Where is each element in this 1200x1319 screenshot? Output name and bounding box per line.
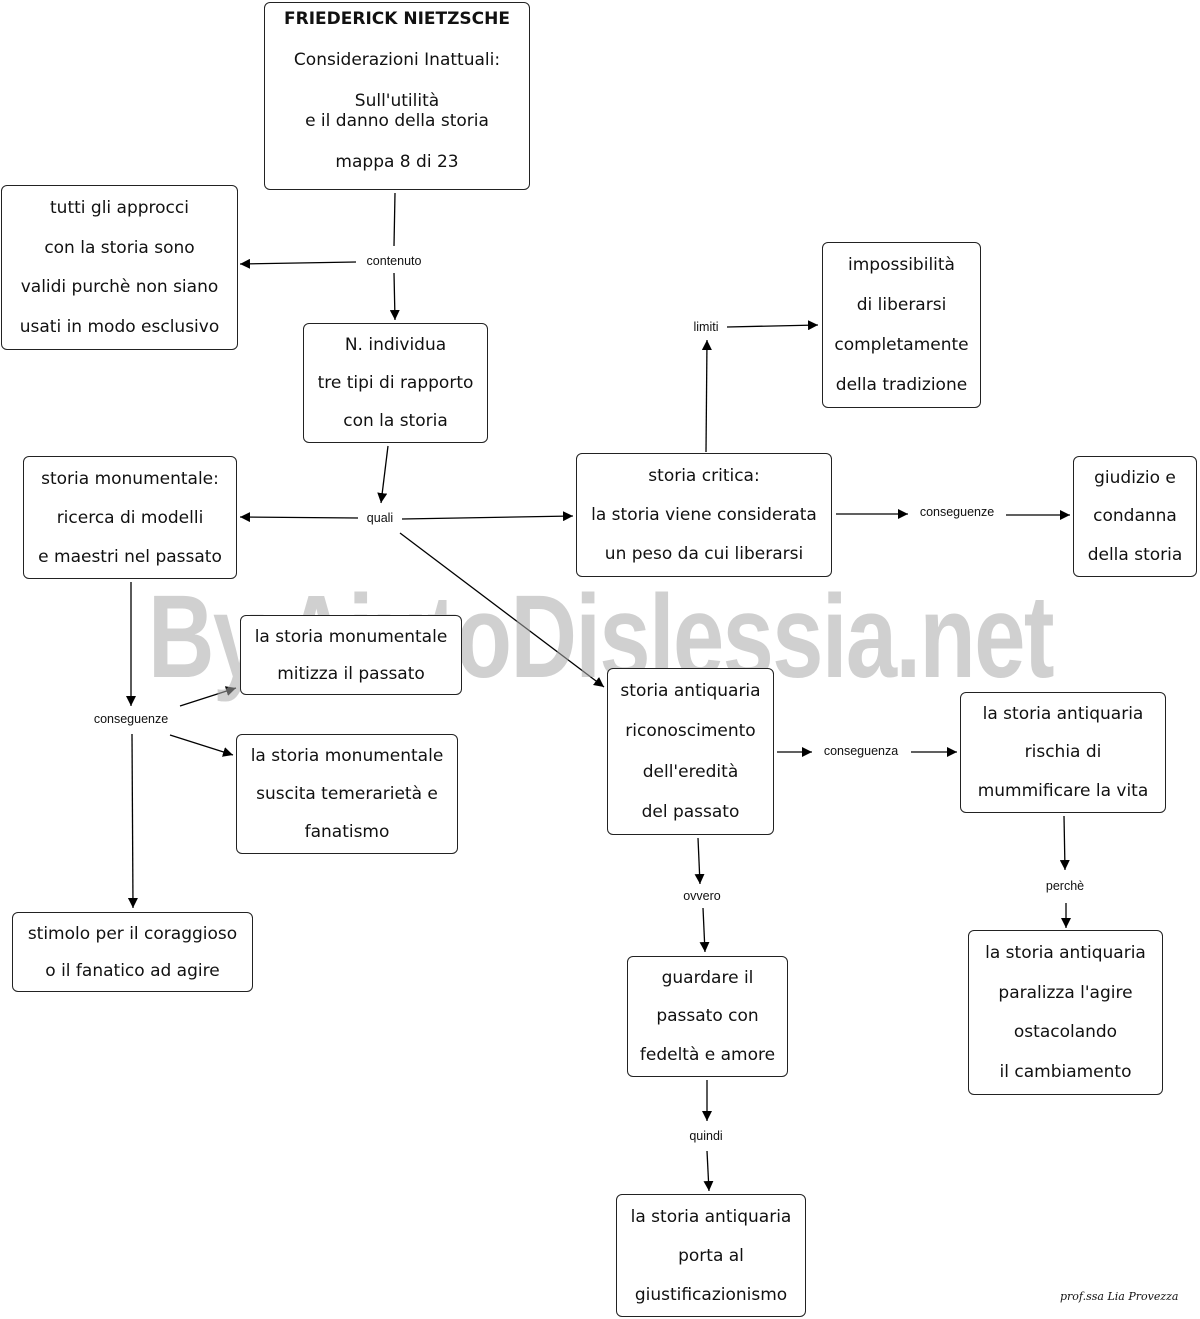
label-quindi: quindi [686, 1128, 726, 1144]
label-ovvero: ovvero [680, 888, 724, 904]
node-mummificare: la storia antiquaria rischia di mummific… [960, 692, 1166, 813]
author-name: FRIEDERICK NIETZSCHE [284, 9, 510, 29]
connector-arrow-4 [726, 320, 819, 331]
connector-arrow-2 [389, 272, 400, 321]
author-signature: prof.ssa Lia Provezza [1060, 1290, 1179, 1303]
node-storia-antiquaria: storia antiquaria riconoscimento dell'er… [607, 668, 774, 835]
connector-arrow-5 [377, 445, 389, 504]
node-paralizza: la storia antiquaria paralizza l'agire o… [968, 930, 1163, 1095]
connector-arrow-10 [399, 532, 605, 688]
map-number: mappa 8 di 23 [335, 152, 459, 172]
node-stimolo: stimolo per il coraggioso o il fanatico … [12, 912, 253, 992]
connector-arrow-13 [169, 734, 234, 757]
node-line: la storia monumentale [250, 746, 444, 766]
node-line: paralizza l'agire [998, 982, 1133, 1003]
node-line: impossibilità [848, 255, 955, 275]
node-line: usati in modo esclusivo [19, 317, 220, 338]
node-line: la storia antiquaria [982, 704, 1144, 725]
node-line: la storia viene considerata [591, 504, 817, 525]
connector-arrow-20 [699, 907, 710, 953]
node-line: della tradizione [835, 375, 968, 395]
node-line: fedeltà e amore [639, 1044, 776, 1065]
node-line: e maestri nel passato [38, 546, 222, 567]
work-title: Considerazioni Inattuali: [293, 50, 501, 70]
connector-arrow-7 [401, 511, 574, 522]
node-impossibilita: impossibilità di liberarsi completamente… [822, 242, 981, 408]
node-line: con la storia [343, 411, 448, 431]
node-line: tutti gli approcci [50, 197, 189, 218]
connector-arrow-14 [127, 733, 138, 909]
node-line: guardare il [661, 968, 754, 989]
node-line: dell'eredità [642, 761, 739, 782]
node-line: con la storia sono [44, 237, 195, 258]
label-conseguenza-antiquaria: conseguenza [820, 743, 902, 759]
work-subtitle-1: Sull'utilità [354, 91, 440, 111]
node-line: ricerca di modelli [56, 507, 204, 528]
node-mitizza: la storia monumentale mitizza il passato [240, 615, 462, 695]
label-quali: quali [363, 510, 397, 526]
node-line: fanatismo [304, 822, 390, 842]
connector-arrow-12 [179, 686, 237, 707]
connector-arrow-1 [239, 258, 357, 269]
node-line: passato con [656, 1006, 759, 1027]
node-line: della storia [1087, 544, 1183, 565]
node-line: condanna [1093, 506, 1177, 527]
node-line: suscita temerarietà e [256, 784, 438, 804]
title-box: FRIEDERICK NIETZSCHE Considerazioni Inat… [264, 2, 530, 190]
node-line: del passato [641, 801, 740, 822]
node-line: o il fanatico ad agire [45, 960, 220, 981]
connector-arrow-19 [694, 837, 705, 885]
node-line: giustificazionismo [634, 1284, 788, 1305]
node-line: storia antiquaria [620, 681, 761, 702]
node-storia-critica: storia critica: la storia viene consider… [576, 453, 832, 577]
connector-arrow-3 [701, 339, 712, 453]
node-line: riconoscimento [625, 721, 756, 742]
label-limiti: limiti [690, 319, 722, 335]
node-line: il cambiamento [999, 1062, 1132, 1083]
node-line: tre tipi di rapporto [317, 373, 474, 393]
node-line: rischia di [1024, 742, 1102, 763]
connector-arrow-0 [393, 192, 396, 247]
connector-arrow-17 [1059, 815, 1070, 871]
label-perche: perchè [1042, 878, 1088, 894]
node-line: N. individua [344, 335, 447, 355]
node-line: completamente [834, 335, 969, 355]
node-storia-monumentale: storia monumentale: ricerca di modelli e… [23, 456, 237, 579]
node-line: la storia antiquaria [630, 1206, 792, 1227]
node-giustificazionismo: la storia antiquaria porta al giustifica… [616, 1194, 806, 1317]
label-conseguenze-monumentale: conseguenze [90, 711, 172, 727]
node-line: la storia monumentale [254, 626, 448, 647]
node-line: ostacolando [1013, 1022, 1118, 1043]
node-line: stimolo per il coraggioso [27, 923, 238, 944]
node-line: un peso da cui liberarsi [604, 544, 804, 565]
label-contenuto: contenuto [363, 253, 425, 269]
node-temerarieta: la storia monumentale suscita temerariet… [236, 734, 458, 854]
node-line: la storia antiquaria [985, 942, 1146, 963]
connector-arrow-22 [703, 1150, 714, 1192]
node-line: porta al [678, 1245, 744, 1266]
node-line: di liberarsi [856, 295, 947, 315]
node-line: validi purchè non siano [20, 277, 219, 298]
label-conseguenze-critica: conseguenze [916, 504, 998, 520]
node-individua: N. individua tre tipi di rapporto con la… [303, 323, 488, 443]
node-line: storia critica: [648, 465, 760, 486]
node-line: mummificare la vita [977, 780, 1149, 801]
node-guardare: guardare il passato con fedeltà e amore [627, 956, 788, 1077]
node-line: storia monumentale: [41, 468, 219, 489]
node-line: giudizio e [1094, 468, 1176, 489]
node-giudizio: giudizio e condanna della storia [1073, 456, 1197, 577]
node-line: mitizza il passato [277, 663, 425, 684]
connector-arrow-6 [239, 512, 359, 523]
node-approcci: tutti gli approcci con la storia sono va… [1, 185, 238, 350]
work-subtitle-2: e il danno della storia [305, 111, 489, 131]
